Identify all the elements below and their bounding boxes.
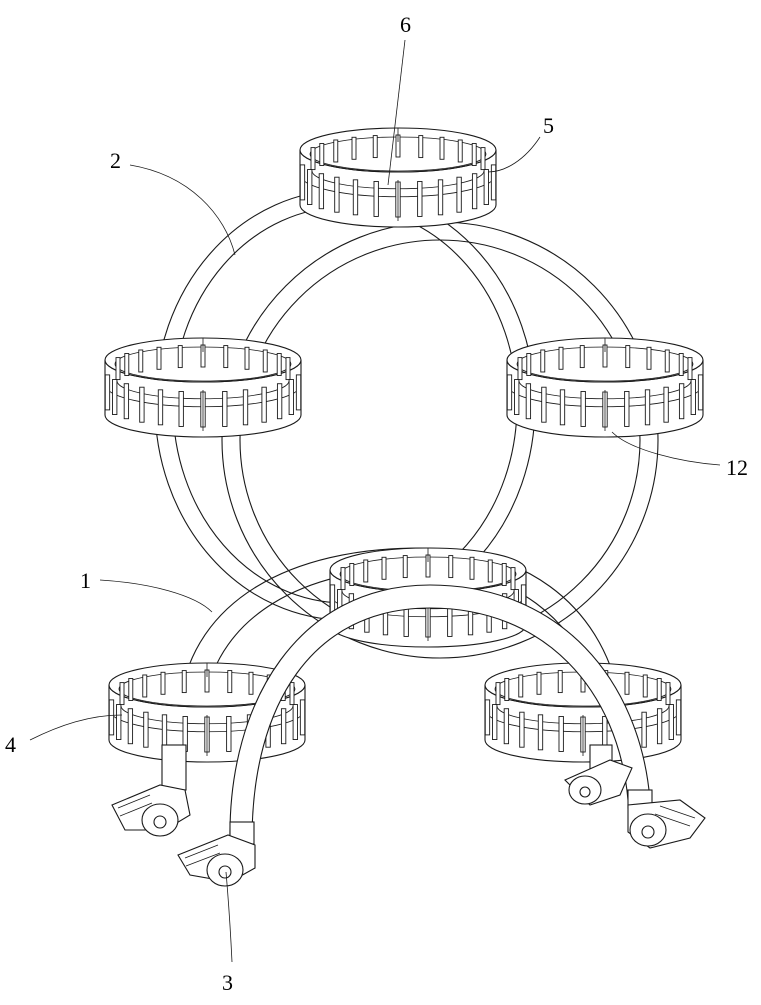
label-4: 4 (5, 732, 16, 757)
reference-labels: 6 5 2 12 1 4 3 (5, 12, 748, 995)
label-6: 6 (400, 12, 411, 37)
pot-holder-bottom-right (484, 662, 682, 763)
leader-4 (29, 714, 123, 741)
caster-front-left (177, 821, 256, 887)
label-5: 5 (543, 113, 554, 138)
leader-2 (129, 164, 236, 256)
leader-12 (611, 431, 721, 466)
left-back-leg (161, 744, 187, 791)
label-2: 2 (110, 148, 121, 173)
caster-left-back (111, 784, 191, 837)
caster-right-back (564, 759, 633, 806)
leader-lines (29, 39, 721, 963)
pot-holder-right (506, 337, 704, 438)
label-1: 1 (80, 568, 91, 593)
leader-5 (487, 136, 541, 173)
label-3: 3 (222, 970, 233, 995)
pot-holder-left (104, 337, 302, 438)
caster-front-right (627, 789, 706, 849)
pot-holder-top (299, 127, 497, 228)
label-12: 12 (726, 455, 748, 480)
leader-3 (225, 871, 233, 963)
leader-1 (99, 579, 213, 613)
leader-6 (387, 39, 406, 186)
